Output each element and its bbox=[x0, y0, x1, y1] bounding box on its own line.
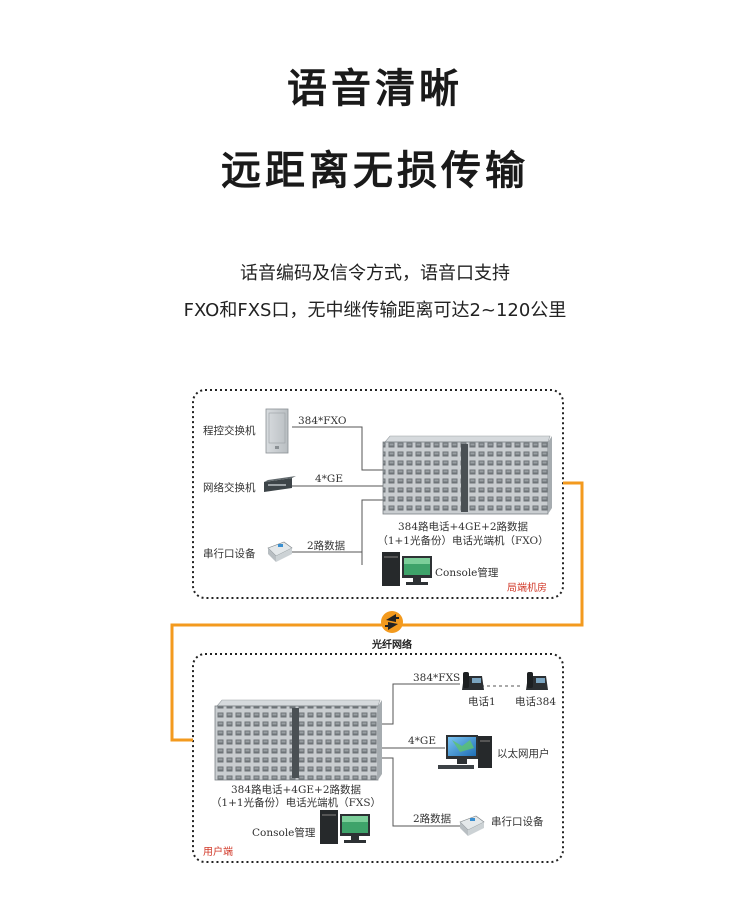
bottom-site-links bbox=[376, 683, 520, 827]
top-site-zone bbox=[192, 389, 564, 599]
top-main-unit-subtitle: （1+1光备份）电话光端机（FXO） bbox=[377, 534, 548, 547]
bottom-serial-device-icon bbox=[459, 815, 485, 836]
phone-1-icon bbox=[462, 672, 484, 690]
fiber-network-label: 光纤网络 bbox=[371, 638, 412, 651]
serial-link-label: 2路数据 bbox=[307, 539, 346, 552]
pbx-link-label: 384*FXO bbox=[298, 415, 347, 427]
description-line-2: FXO和FXS口，无中继传输距离可达2~120公里 bbox=[183, 300, 567, 321]
bottom-main-unit-title: 384路电话+4GE+2路数据 bbox=[231, 783, 362, 796]
top-zone-label: 局端机房 bbox=[507, 581, 547, 594]
ethernet-user-computer-icon bbox=[438, 735, 492, 769]
phone-384-icon bbox=[526, 672, 548, 690]
pbx-label: 程控交换机 bbox=[203, 424, 256, 437]
top-main-unit-title: 384路电话+4GE+2路数据 bbox=[398, 520, 529, 533]
serial-label: 串行口设备 bbox=[203, 547, 256, 560]
pbx-cabinet-icon bbox=[265, 408, 289, 454]
network-switch-icon bbox=[264, 476, 296, 492]
switch-link-label: 4*GE bbox=[315, 473, 343, 485]
top-site-links bbox=[290, 426, 383, 565]
fiber-link bbox=[170, 481, 584, 742]
bottom-main-unit-subtitle: （1+1光备份）电话光端机（FXS） bbox=[211, 796, 381, 809]
bottom-site-zone bbox=[192, 653, 564, 863]
fiber-network-icon bbox=[381, 611, 403, 633]
bottom-serial-link-label: 2路数据 bbox=[413, 812, 452, 825]
phone-1-label: 电话1 bbox=[468, 695, 496, 708]
top-main-unit-icon bbox=[382, 435, 552, 515]
headline-line-2: 远距离无损传输 bbox=[221, 148, 529, 194]
top-console-computer-icon bbox=[382, 552, 432, 586]
ethernet-link-label: 4*GE bbox=[408, 735, 436, 747]
phone-384-label: 电话384 bbox=[515, 695, 556, 708]
bottom-main-unit-icon bbox=[214, 699, 382, 781]
description-line-1: 话音编码及信令方式，语音口支持 bbox=[240, 263, 510, 284]
top-console-label: Console管理 bbox=[435, 566, 499, 579]
bottom-console-label: Console管理 bbox=[252, 826, 316, 839]
headline-line-1: 语音清晰 bbox=[287, 66, 463, 112]
switch-label: 网络交换机 bbox=[203, 481, 256, 494]
ethernet-user-label: 以太网用户 bbox=[497, 747, 550, 760]
bottom-serial-label: 串行口设备 bbox=[491, 815, 544, 828]
bottom-console-computer-icon bbox=[320, 810, 370, 844]
serial-device-icon bbox=[267, 541, 293, 562]
bottom-zone-label: 用户端 bbox=[203, 845, 233, 858]
phone-link-label: 384*FXS bbox=[413, 672, 460, 684]
